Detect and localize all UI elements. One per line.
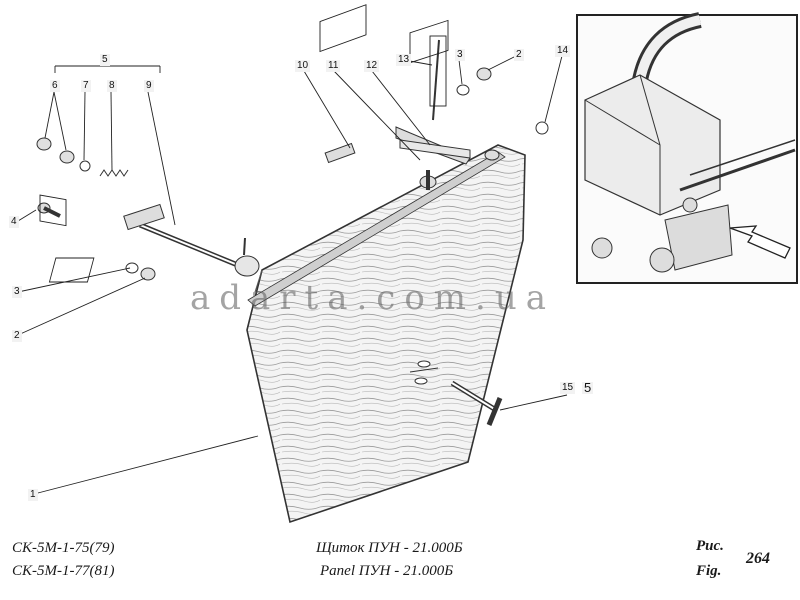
title-ru: Щиток ПУН - 21.000Б	[316, 540, 463, 556]
callout-6: 6	[50, 80, 60, 92]
model-line-1: СК-5М-1-75(79)	[12, 540, 115, 556]
callout-7: 7	[81, 80, 91, 92]
rod-assembly	[123, 203, 260, 277]
t-bolt	[450, 380, 503, 426]
fasteners-left	[36, 137, 156, 281]
model-line-2: СК-5М-1-77(81)	[12, 563, 115, 579]
callout-9: 9	[144, 80, 154, 92]
callout-2a: 2	[12, 330, 22, 342]
callout-5a: 5	[100, 54, 110, 66]
callout-4: 4	[9, 216, 19, 228]
callout-10: 10	[295, 60, 311, 72]
callout-14: 14	[555, 45, 571, 57]
callout-3a: 3	[12, 286, 22, 298]
callout-2b: 2	[514, 49, 524, 61]
callout-3b: 3	[455, 49, 465, 61]
callout-12: 12	[364, 60, 380, 72]
title-en: Panel ПУН - 21.000Б	[320, 563, 454, 579]
figure-number: 264	[746, 550, 770, 567]
callout-11: 11	[326, 60, 341, 72]
callout-13: 13	[396, 54, 412, 66]
watermark-text: adarta.com.ua	[190, 278, 556, 318]
inset-view	[576, 12, 798, 284]
callout-5b: 5	[582, 380, 594, 395]
figure-fig-label: Fig.	[696, 563, 722, 579]
callout-1: 1	[28, 489, 38, 501]
panel-plate	[246, 144, 526, 524]
callout-8: 8	[107, 80, 117, 92]
figure-ris-label: Рис.	[696, 538, 724, 554]
callout-15: 15	[560, 382, 576, 394]
